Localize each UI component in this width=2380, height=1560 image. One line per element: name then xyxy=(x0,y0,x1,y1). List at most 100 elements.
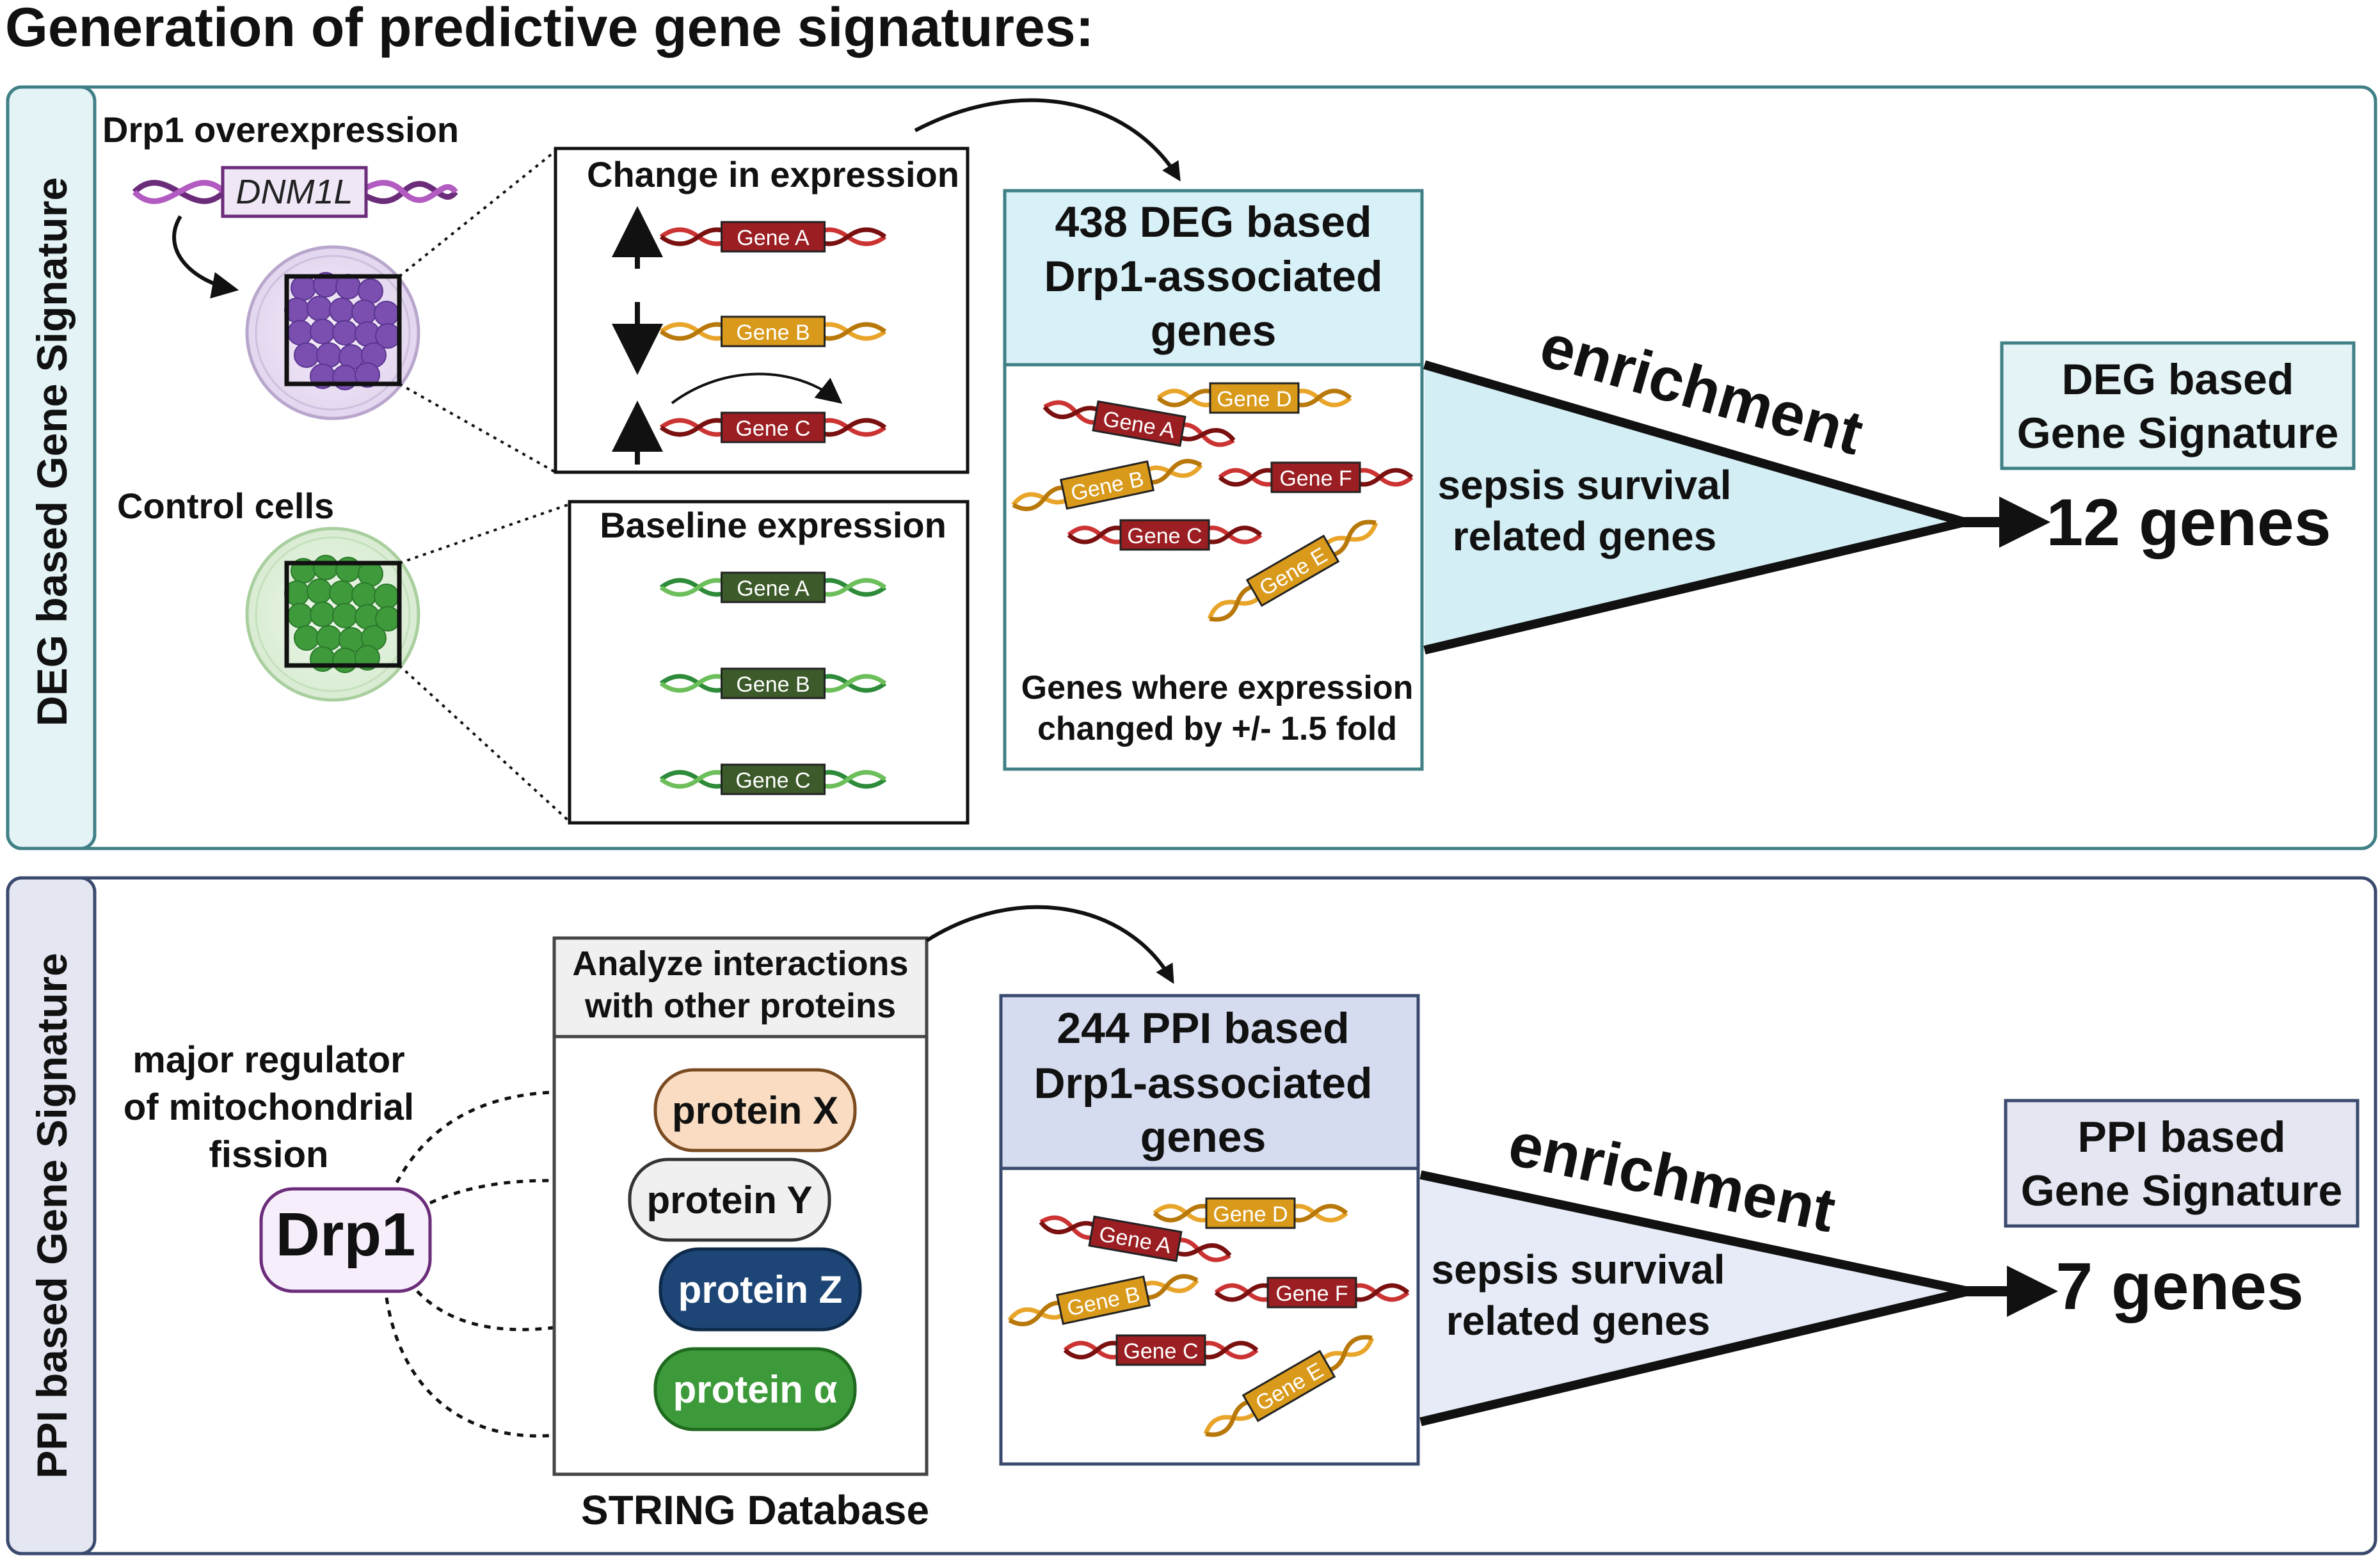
protein-a-node xyxy=(653,1347,857,1431)
green-dish-icon xyxy=(245,527,420,702)
funnel-edge xyxy=(1423,360,1966,527)
gene-label: Gene A xyxy=(737,577,810,601)
change-expression-title: Change in expression xyxy=(587,154,959,195)
flow-arrow-icon xyxy=(925,905,1174,984)
gene-label: Gene D xyxy=(1213,1202,1288,1227)
protein-x-node xyxy=(653,1068,857,1152)
ppi-associated-title-1: 244 PPI based xyxy=(1057,1004,1349,1053)
gene-label: Gene C xyxy=(735,417,810,441)
ppi-signature-title-1: PPI based xyxy=(2077,1113,2285,1161)
drp1-node xyxy=(259,1187,432,1293)
gene-label: Gene A xyxy=(737,226,810,250)
gene-label: Gene D xyxy=(1217,387,1291,411)
dnm1l-label: DNM1L xyxy=(236,173,353,211)
dnm1l-dna-icon: DNM1L xyxy=(132,166,458,218)
gene-dna-icon: Gene C xyxy=(1067,519,1263,551)
purple-dish-icon xyxy=(245,245,420,420)
cell-icon xyxy=(329,580,355,606)
analyze-header xyxy=(552,936,929,1039)
gene-label: Gene F xyxy=(1279,466,1352,491)
transfect-arrow-icon xyxy=(172,215,239,299)
ppi-signature-count: 7 genes xyxy=(2056,1250,2303,1324)
gene-dna-icon: Gene A xyxy=(659,221,887,253)
ppi-funnel-label-2: related genes xyxy=(1446,1298,1711,1344)
protein-z-node xyxy=(659,1247,862,1332)
zoom-line xyxy=(399,503,570,564)
ppi-associated-title-2: Drp1-associated xyxy=(1034,1059,1372,1108)
deg-signature-title-2: Gene Signature xyxy=(2017,409,2339,458)
gene-dna-icon: Gene D xyxy=(1153,1197,1348,1229)
zoom-line xyxy=(398,664,571,823)
cell-icon xyxy=(294,625,319,651)
deg-associated-caption-2: changed by +/- 1.5 fold xyxy=(1037,710,1397,747)
gene-dna-icon: Gene B xyxy=(659,667,887,699)
cell-icon xyxy=(351,582,377,608)
gene-dna-icon: Gene B xyxy=(659,315,887,347)
ppi-signature-box xyxy=(2004,1099,2360,1228)
deg-signature-title-1: DEG based xyxy=(2062,355,2294,404)
cell-icon xyxy=(313,555,339,580)
gene-label: Gene C xyxy=(1127,524,1202,548)
deg-associated-title-3: genes xyxy=(1151,306,1277,355)
zoom-line xyxy=(398,150,557,278)
ppi-panel: PPI based Gene Signature major regulator… xyxy=(6,876,2377,1556)
ppi-associated-title-3: genes xyxy=(1140,1113,1266,1161)
cell-icon xyxy=(332,320,358,346)
baseline-expression-title: Baseline expression xyxy=(600,505,946,545)
funnel-edge xyxy=(1419,1170,1970,1296)
gene-dna-icon: Gene C xyxy=(659,411,887,443)
ppi-side-tab xyxy=(6,876,97,1556)
cell-icon xyxy=(287,603,313,628)
overexpression-label: Drp1 overexpression xyxy=(102,109,459,150)
ppi-side-label: PPI based Gene Signature xyxy=(28,953,76,1479)
ppi-funnel-label-1: sepsis survival xyxy=(1432,1246,1725,1293)
analyze-title-2: with other proteins xyxy=(584,987,896,1025)
protein-z-label: protein Z xyxy=(678,1268,843,1311)
cell-icon xyxy=(329,298,355,323)
deg-associated-caption-1: Genes where expression xyxy=(1021,669,1414,706)
cell-icon xyxy=(374,584,399,609)
analyze-title-1: Analyze interactions xyxy=(572,944,908,983)
deg-funnel-label-1: sepsis survival xyxy=(1438,462,1732,508)
cell-icon xyxy=(287,320,313,346)
deg-enrichment-funnel xyxy=(1425,365,1965,650)
gene-label: Gene C xyxy=(735,768,810,793)
gene-label: Gene B xyxy=(736,321,810,345)
cell-icon xyxy=(307,578,332,604)
gene-dna-icon: Gene D xyxy=(1156,382,1352,414)
gene-dna-icon: Gene B xyxy=(1011,459,1203,511)
gene-label: Gene C xyxy=(1123,1339,1198,1364)
deg-funnel-label-2: related genes xyxy=(1453,513,1717,559)
gene-label: Gene F xyxy=(1275,1282,1348,1306)
flow-arrow-icon xyxy=(914,98,1181,182)
cell-icon xyxy=(351,299,377,325)
protein-y-label: protein Y xyxy=(647,1179,813,1222)
cell-icon xyxy=(374,301,399,326)
ppi-enrichment-funnel xyxy=(1421,1175,1969,1422)
cell-icon xyxy=(332,603,358,628)
ppi-signature-title-2: Gene Signature xyxy=(2021,1166,2343,1215)
deg-signature-box xyxy=(2000,341,2356,470)
protein-a-label: protein α xyxy=(673,1368,838,1411)
regulator-label-1: major regulator xyxy=(132,1039,404,1081)
gene-dna-icon: Gene C xyxy=(1063,1334,1259,1366)
cell-icon xyxy=(310,601,335,627)
string-database-label: STRING Database xyxy=(581,1487,929,1533)
cell-icon xyxy=(294,342,319,368)
cell-icon xyxy=(355,362,380,388)
gene-dna-icon: Gene A xyxy=(659,571,887,603)
cell-icon xyxy=(332,648,358,673)
funnel-edge xyxy=(1423,518,1966,655)
cell-icon xyxy=(291,275,316,301)
gene-dna-icon: Gene E xyxy=(1207,520,1378,622)
deg-side-label: DEG based Gene Signature xyxy=(28,177,76,726)
regulator-label-3: fission xyxy=(209,1134,329,1175)
protein-y-node xyxy=(628,1158,831,1242)
deg-side-tab xyxy=(6,85,97,850)
page-title: Generation of predictive gene signatures… xyxy=(5,0,1094,58)
splice-arrow-icon xyxy=(671,372,843,404)
protein-x-label: protein X xyxy=(672,1089,838,1132)
cell-icon xyxy=(310,319,335,344)
deg-associated-header xyxy=(1003,189,1424,367)
gene-dna-icon: Gene F xyxy=(1218,461,1414,493)
